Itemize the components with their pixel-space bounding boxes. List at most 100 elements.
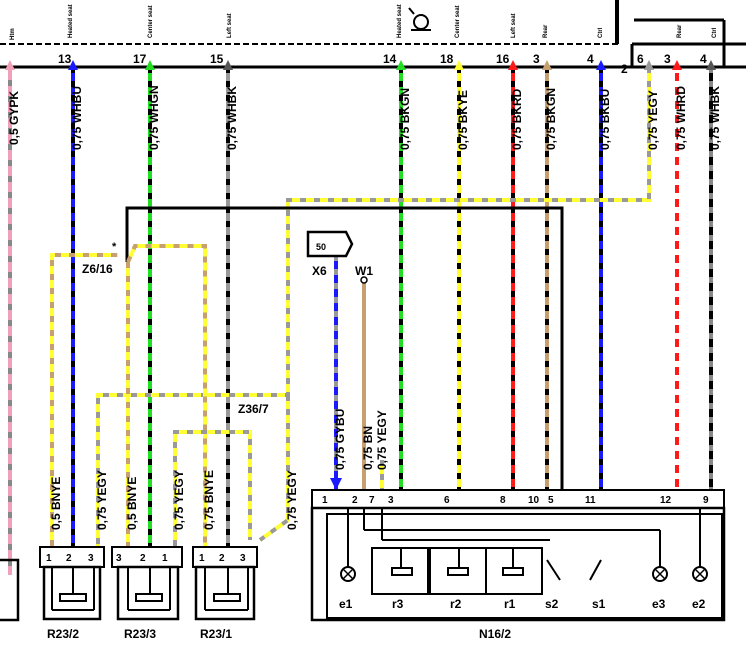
switch-s2-icon [546, 559, 561, 581]
aux-block-num: 2 [621, 62, 628, 76]
top-right-label: Ctrl [712, 27, 718, 38]
left-partial-component [0, 558, 20, 622]
pin16-num: 16 [496, 52, 510, 66]
lower-label-3: 0,5 BNYE [125, 477, 139, 530]
top-left-label: Htm [10, 28, 16, 40]
mid-label-yegy: 0,75 YEGY [375, 410, 389, 470]
pin18-num: 18 [440, 52, 454, 66]
mid-label-gybu: 0,75 GYBU [333, 409, 347, 470]
wire-yegy-right [96, 67, 651, 560]
n16-pin3: 3 [388, 495, 394, 506]
upper-wire-labels: 0,5 GYPK 0,75 WHBU 0,75 WHGN 0,75 WHBK 0… [7, 85, 722, 150]
mid-label-bn: 0,75 BN [361, 426, 375, 470]
pin4-sub: Ctrl [598, 27, 604, 38]
wire-label-bkgn-2: 0,75 BKGN [544, 88, 558, 150]
r23-2-pin2: 2 [66, 553, 72, 564]
pin15-sub: Left seat [227, 13, 233, 38]
r23-2-label: R23/2 [47, 627, 79, 641]
wire-label-whbk-2: 0,75 WHBK [708, 86, 722, 150]
switch-s1-icon [589, 559, 602, 581]
pin4-num: 4 [587, 52, 594, 66]
w1-wire [360, 276, 368, 510]
lower-label-5: 0,75 BNYE [202, 470, 216, 530]
r23-2-pin3: 3 [88, 553, 94, 564]
n16-r2: r2 [450, 597, 462, 611]
aux-pin6-num: 6 [637, 52, 644, 66]
wire-label-whbu: 0,75 WHBU [70, 86, 84, 150]
pin13-num: 13 [58, 52, 72, 66]
wire-label-whgn: 0,75 WHGN [147, 85, 161, 150]
n16-s2: s2 [545, 597, 559, 611]
n16-pin2: 2 [352, 495, 358, 506]
n16-e3: e3 [652, 597, 666, 611]
pin13-sub: Heated seat [68, 4, 74, 38]
n16-label: N16/2 [479, 627, 511, 641]
n16-pin11: 11 [585, 495, 596, 506]
r23-3-pin1: 1 [162, 553, 168, 564]
top-connector [0, 0, 746, 69]
aux-pin3-sub: Rear [677, 24, 683, 38]
switch-symbol-icon [413, 14, 429, 30]
n16-e1: e1 [339, 597, 353, 611]
wire-label-yegy: 0,75 YEGY [646, 90, 660, 150]
pin17-num: 17 [133, 52, 147, 66]
r23-2-pin1: 1 [46, 553, 52, 564]
wire-label-bkrd: 0,75 BKRD [510, 88, 524, 150]
w1-label: W1 [355, 264, 373, 278]
x6-connector: 50 [306, 230, 354, 258]
pin3-sub: Rear [543, 24, 549, 38]
mid-wire-labels: 0,75 GYBU 0,75 BN 0,75 YEGY [333, 409, 389, 470]
wire-label-bkgn: 0,75 BKGN [398, 88, 412, 150]
r23-1: 1 2 3 R23/1 [192, 546, 258, 641]
n16-2: 1 2 7 3 6 8 10 5 11 12 9 [310, 489, 726, 641]
z36-splice [173, 395, 290, 560]
n16-pin9: 9 [703, 495, 709, 506]
r23-1-label: R23/1 [200, 627, 232, 641]
lower-wire-labels: 0,5 BNYE 0,75 YEGY 0,5 BNYE 0,75 YEGY 0,… [49, 470, 299, 530]
wire-label-whrd: 0,75 WHRD [674, 86, 688, 150]
pin18-sub: Center seat [455, 5, 461, 38]
z6-star: * [112, 241, 117, 253]
n16-e2: e2 [692, 597, 706, 611]
n16-pin10: 10 [528, 495, 540, 506]
shield-wire [125, 206, 564, 510]
lower-label-6: 0,75 YEGY [285, 470, 299, 530]
n16-r1: r1 [504, 597, 516, 611]
n16-s1: s1 [592, 597, 606, 611]
n16-r3: r3 [392, 597, 404, 611]
r23-3-pin3: 3 [116, 553, 122, 564]
z36-label: Z36/7 [238, 402, 269, 416]
wire-label-gypk: 0,5 GYPK [7, 91, 21, 145]
aux-pin3-num: 3 [664, 52, 671, 66]
n16-pin8: 8 [500, 495, 506, 506]
pin16-sub: Left seat [511, 13, 517, 38]
pin17-sub: Center seat [148, 5, 154, 38]
lower-label-1: 0,5 BNYE [49, 477, 63, 530]
wire-label-whbk: 0,75 WHBK [225, 86, 239, 150]
aux-pin4-num: 4 [700, 52, 707, 66]
lower-label-2: 0,75 YEGY [95, 470, 109, 530]
pin14-num: 14 [383, 52, 397, 66]
z6-splice [50, 244, 207, 560]
wire-label-bkye: 0,75 BKYE [456, 90, 470, 150]
pin3-num: 3 [533, 52, 540, 66]
lower-label-4: 0,75 YEGY [172, 470, 186, 530]
r23-3-pin2: 2 [140, 553, 146, 564]
n16-pin1: 1 [322, 495, 328, 506]
z6-label: Z6/16 [82, 262, 113, 276]
r23-2: 1 2 3 R23/2 [39, 546, 105, 641]
pin14-sub: Heated seat [397, 4, 403, 38]
r23-3-label: R23/3 [124, 627, 156, 641]
wire-label-bkbu: 0,75 BKBU [598, 89, 612, 150]
r23-1-pin2: 2 [219, 553, 225, 564]
x6-pin: 50 [316, 242, 326, 252]
n16-pin5: 5 [548, 495, 554, 506]
pin-arrows [5, 60, 716, 70]
r23-3: 3 2 1 R23/3 [111, 546, 183, 641]
r23-1-pin1: 1 [199, 553, 205, 564]
r23-1-pin3: 3 [240, 553, 246, 564]
pin15-num: 15 [210, 52, 224, 66]
x6-label: X6 [312, 264, 327, 278]
n16-pin7: 7 [369, 495, 375, 506]
